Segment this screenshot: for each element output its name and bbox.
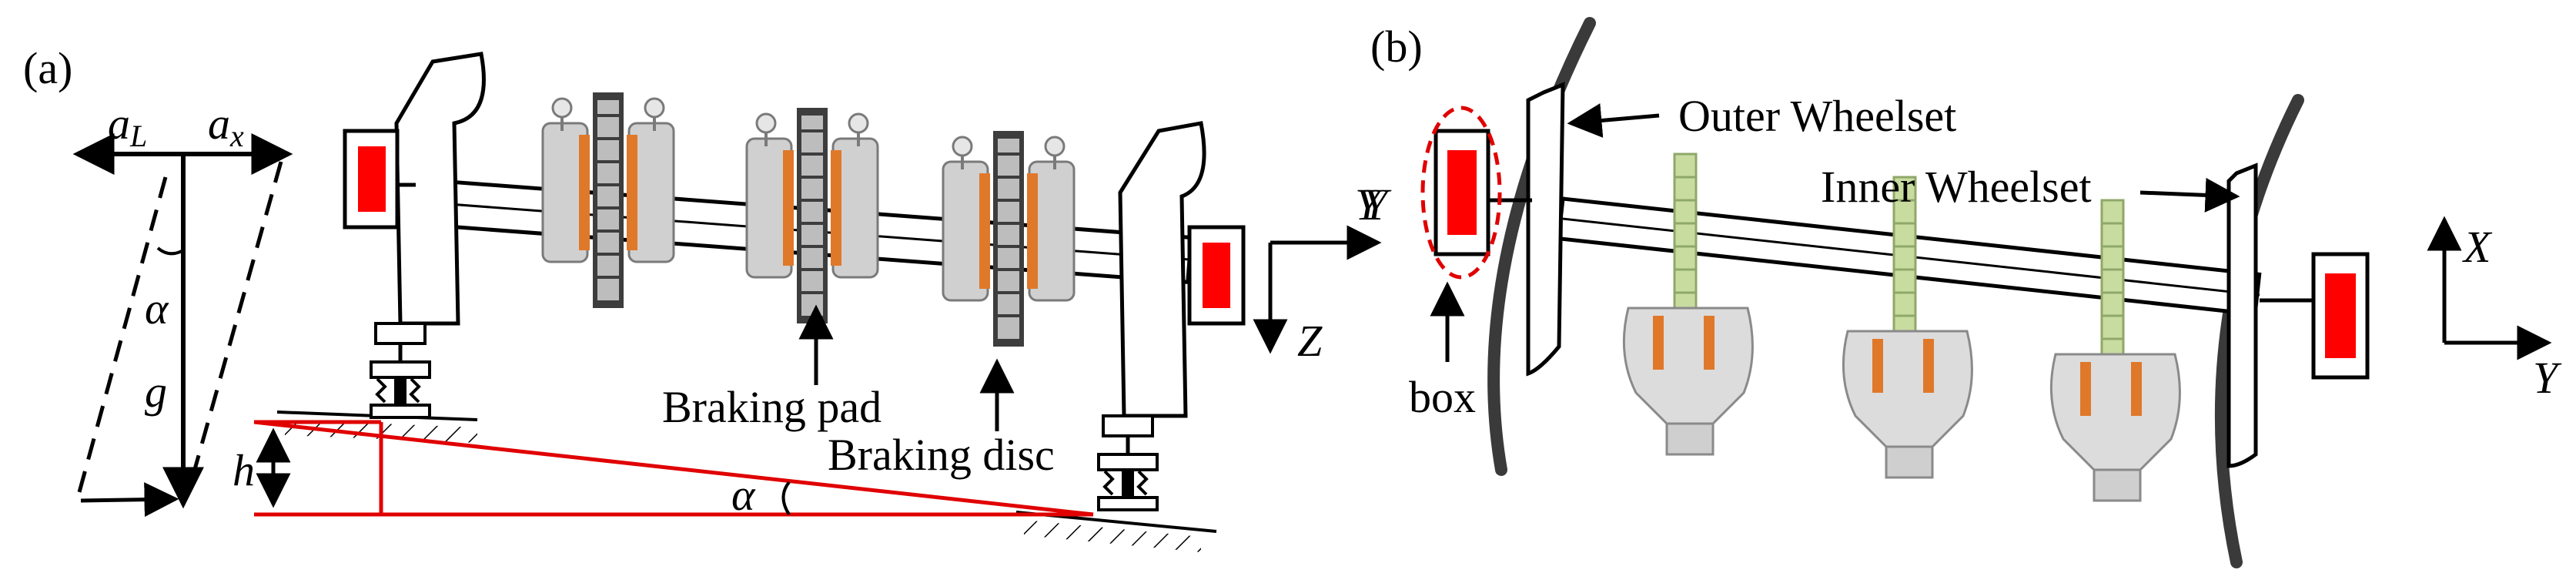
- gravity-label: g: [145, 367, 167, 417]
- brake-unit-a-2: [745, 106, 879, 325]
- slope-angle-arc: [781, 481, 791, 516]
- axlebox-b-left-fill: [1447, 150, 1477, 235]
- axis-a-z-label: Z: [1297, 316, 1323, 366]
- brake-unit-b-1: [1622, 152, 1754, 456]
- wheel-a-left: [394, 52, 486, 326]
- brake-unit-b-3: [2049, 199, 2181, 502]
- box-highlight: [1420, 106, 1502, 280]
- axis-b-y-left-label: Y: [1363, 179, 1392, 230]
- axlebox-a-right-fill: [1203, 243, 1230, 308]
- outer-wheelset-arrow: [1567, 103, 1660, 138]
- panel-b: (b) box Outer Wheelset Inner Wheelset: [1363, 17, 2562, 568]
- wheel-b-inner: [2226, 163, 2258, 468]
- axis-b-x-label: X: [2462, 222, 2493, 272]
- inner-wheelset-arrow: [2139, 177, 2240, 213]
- component-arrow: [80, 482, 179, 518]
- height-label: h: [233, 445, 255, 495]
- box-label: box: [1409, 372, 1476, 422]
- axlebox-a-left-fill: [358, 146, 386, 212]
- slope-line: [253, 420, 1094, 517]
- axis-b-y-label: Y: [2533, 353, 2562, 403]
- wheel-b-outer: [1526, 82, 1565, 377]
- panel-a: (a) aL ax α g h α: [23, 43, 1384, 552]
- alpha-arc-top: [156, 246, 184, 256]
- wheel-a-right: [1118, 121, 1206, 418]
- braking-pad-label: Braking pad: [662, 382, 882, 432]
- panel-b-label: (b): [1370, 22, 1423, 72]
- suspension-right: [1099, 416, 1157, 510]
- panel-a-label: (a): [23, 43, 72, 93]
- suspension-left: [371, 323, 430, 417]
- slope-angle-label: α: [731, 470, 756, 520]
- vector-aL-label: aL: [108, 99, 147, 153]
- inner-wheelset-label: Inner Wheelset: [1821, 162, 2092, 212]
- brake-unit-a-1: [541, 91, 675, 310]
- brake-unit-b-2: [1842, 176, 1973, 479]
- dashed-right: [190, 161, 283, 478]
- ground-lower-hatch: [1024, 520, 1201, 552]
- alpha-top-label: α: [145, 283, 169, 333]
- axlebox-b-right-fill: [2325, 273, 2356, 358]
- brake-unit-a-3: [942, 129, 1076, 348]
- dashed-left: [75, 176, 168, 501]
- braking-disc-label: Braking disc: [828, 430, 1055, 480]
- axis-a-y-label: Y: [1355, 179, 1384, 230]
- outer-wheelset-label: Outer Wheelset: [1678, 91, 1956, 141]
- vector-ax-label: ax: [208, 99, 244, 153]
